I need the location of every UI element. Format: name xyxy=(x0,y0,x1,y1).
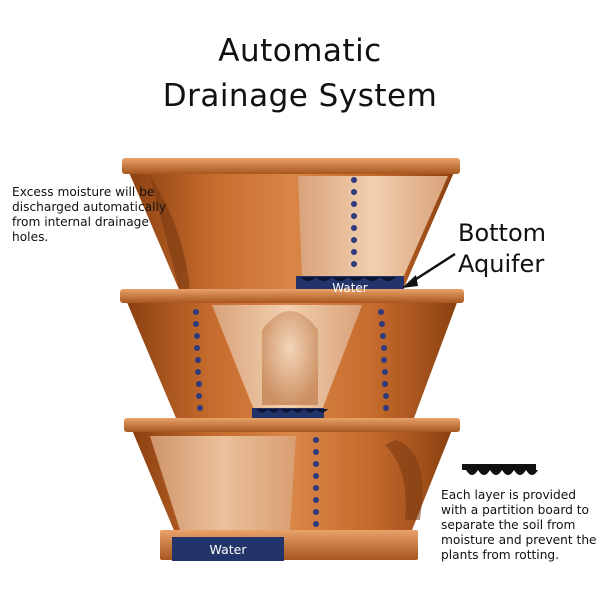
water-label-bottom: Water xyxy=(210,542,248,557)
aquifer-line-1: Bottom xyxy=(458,219,547,247)
partition-explanation: Each layer is provided with a partition … xyxy=(441,488,597,562)
aquifer-arrow xyxy=(409,252,456,285)
bottom-aquifer-label: Bottom Aquifer xyxy=(458,218,546,280)
aquifer-line-2: Aquifer xyxy=(458,250,545,278)
title-line-1: Automatic xyxy=(218,33,382,69)
drainage-explanation: Excess moisture will be discharged autom… xyxy=(12,185,167,244)
partition-board-icon xyxy=(462,464,538,475)
water-reservoir-bottom xyxy=(172,537,284,561)
tier-middle xyxy=(120,289,464,428)
water-label-top: Water xyxy=(332,281,368,295)
title-line-2: Drainage System xyxy=(162,78,438,114)
drainage-path-dots xyxy=(193,177,389,527)
tier-bottom xyxy=(124,418,460,561)
